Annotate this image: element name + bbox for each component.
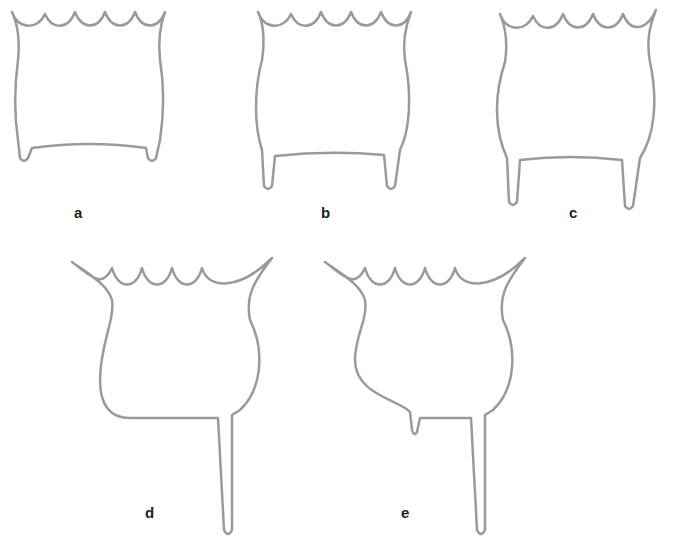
- lorica-outline: [72, 258, 272, 534]
- lorica-outline: [12, 12, 165, 161]
- lorica-outline: [256, 12, 411, 189]
- lorica-outline: [497, 10, 656, 209]
- figure-letter: b: [321, 205, 330, 220]
- figure-letter: e: [401, 505, 409, 520]
- lorica-outline: [325, 258, 525, 534]
- figure-letter: d: [145, 505, 154, 520]
- figure-letter: a: [74, 205, 82, 220]
- figure-letter: c: [569, 205, 577, 220]
